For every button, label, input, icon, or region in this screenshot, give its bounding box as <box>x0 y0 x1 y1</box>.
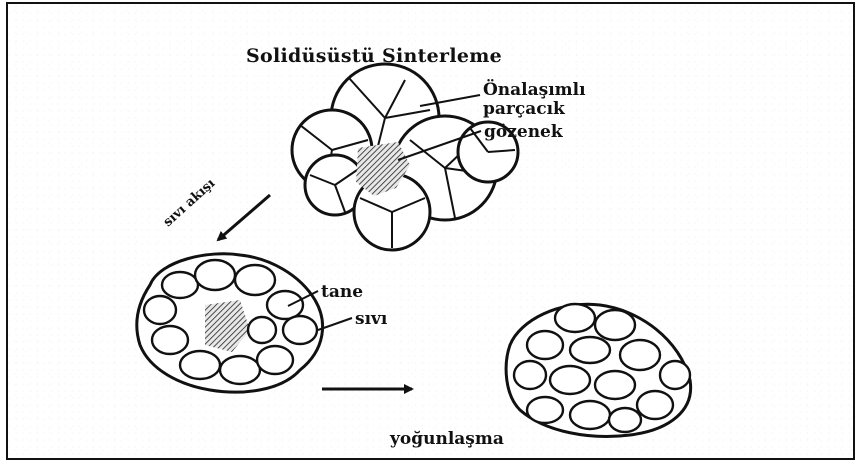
liquid-flow-arrow-group: sıvı akışı <box>161 176 270 240</box>
label-prealloyed-line1: Önalaşımlı <box>483 79 586 100</box>
label-liquid: sıvı <box>355 309 388 329</box>
label-grain: tane <box>321 282 363 302</box>
label-prealloyed-line2: parçacık <box>483 99 566 119</box>
label-pore: gözenek <box>484 122 564 142</box>
stage2-grains-with-liquid <box>137 254 323 392</box>
label-liquid-flow: sıvı akışı <box>161 176 219 230</box>
liquid-flow-arrow <box>218 195 270 240</box>
stage3-densified <box>506 304 691 436</box>
label-densification: yoğunlaşma <box>389 429 504 449</box>
